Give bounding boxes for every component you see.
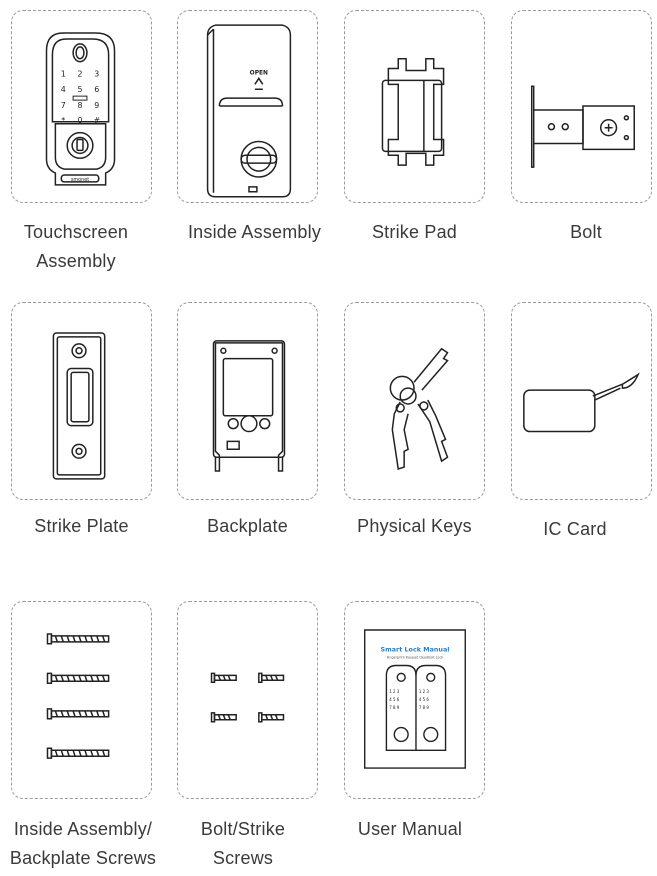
user-manual-drawing: 1 2 3 4 5 6 7 8 9 1 2 3 4 5 6 7 8 9 Smart Lo… [345, 602, 484, 798]
ic-card-panel [511, 302, 652, 500]
caption-backplate: Backplate [207, 516, 288, 536]
bolt-panel [511, 10, 652, 203]
physical-keys-panel [344, 302, 485, 500]
bolt-drawing [512, 11, 651, 202]
caption-bolt-strike-screws: Bolt/Strike Screws [200, 819, 286, 868]
strike-plate-drawing [12, 303, 151, 499]
caption-bolt: Bolt [570, 222, 602, 242]
keypad-key: 2 [78, 69, 83, 78]
keypad-key: 8 [78, 101, 83, 110]
keypad-key: 6 [94, 85, 99, 94]
keypad-key: 0 [78, 116, 83, 125]
keypad-key: 3 [94, 69, 99, 78]
keypad-key: 5 [78, 85, 83, 94]
strike-plate-panel [11, 302, 152, 500]
caption-ic-card: IC Card [543, 519, 607, 539]
keypad-key: 9 [94, 101, 99, 110]
inside-assembly-drawing: OPEN [178, 11, 317, 202]
backplate-panel [177, 302, 318, 500]
bolt-strike-screws-panel [177, 601, 318, 799]
svg-text:1 2 3: 1 2 3 [389, 689, 400, 694]
backplate-drawing [178, 303, 317, 499]
keypad-key: # [93, 116, 100, 125]
touchscreen-assembly-drawing: 1 2 3 4 5 6 7 8 9 * 0 # smonet [12, 11, 151, 202]
svg-text:7 8 9: 7 8 9 [389, 705, 400, 710]
ic-card-drawing [512, 303, 651, 499]
long-screws-drawing [12, 602, 151, 798]
manual-subtitle: Fingerprint Keypad Deadbolt Lock [387, 656, 444, 660]
svg-text:4 5 6: 4 5 6 [419, 697, 430, 702]
lock-icon [73, 96, 87, 100]
inside-assembly-screws-panel [11, 601, 152, 799]
caption-user-manual: User Manual [357, 819, 463, 839]
keypad-key: 1 [61, 69, 66, 78]
caption-strike-pad: Strike Pad [371, 222, 458, 242]
caption-inside-assembly-screws: Inside Assembly/ Backplate Screws [9, 819, 157, 868]
touchscreen-assembly-panel: 1 2 3 4 5 6 7 8 9 * 0 # smonet [11, 10, 152, 203]
short-screws-drawing [178, 602, 317, 798]
brand-label: smonet [71, 177, 89, 183]
manual-title: Smart Lock Manual [380, 646, 449, 654]
caption-touchscreen-assembly: Touchscreen Assembly [23, 222, 129, 271]
svg-text:1 2 3: 1 2 3 [419, 689, 430, 694]
strike-pad-panel [344, 10, 485, 203]
caption-inside-assembly: Inside Assembly [187, 222, 322, 242]
caption-physical-keys: Physical Keys [357, 516, 472, 536]
svg-text:7 8 9: 7 8 9 [419, 705, 430, 710]
keypad-key: 7 [61, 101, 66, 110]
inside-assembly-panel: OPEN [177, 10, 318, 203]
svg-text:4 5 6: 4 5 6 [389, 697, 400, 702]
user-manual-panel: 1 2 3 4 5 6 7 8 9 1 2 3 4 5 6 7 8 9 Smart Lo… [344, 601, 485, 799]
keypad-key: 4 [61, 85, 66, 94]
keypad-key: * [61, 116, 65, 125]
caption-strike-plate: Strike Plate [34, 516, 129, 536]
strike-pad-drawing [345, 11, 484, 202]
open-label: OPEN [250, 70, 268, 76]
physical-keys-drawing [345, 303, 484, 499]
